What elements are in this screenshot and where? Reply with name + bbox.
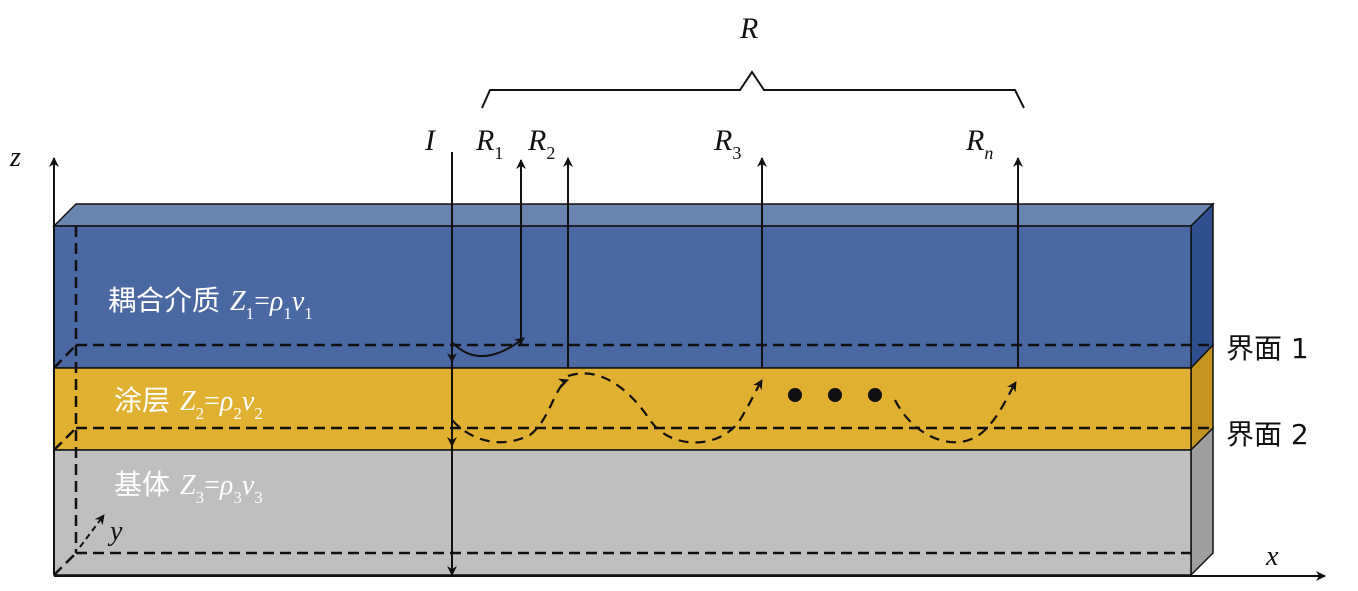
ellipsis-dot [828,388,842,402]
coupling-top-face [52,203,1215,227]
coupling-front-face [53,225,1192,369]
substrate-front-face [53,449,1192,576]
coating-wave-path [451,372,1017,444]
interface1-left-edge [53,344,77,369]
rn-label: Rn [965,124,993,163]
substrate-layer [53,426,1214,577]
total-reflection-label: R [739,12,758,45]
ellipsis-dot [788,388,802,402]
wave-segment-1 [451,378,569,444]
r1-label: R1 [475,124,503,163]
wave-segment-2 [567,372,763,444]
z-axis-label: z [9,142,21,173]
y-axis [79,514,105,548]
y-axis-label: y [107,516,123,547]
interface2-label: 界面 2 [1226,418,1309,451]
ellipsis-dot [868,388,882,402]
bottom-left-corner-edge [53,552,77,576]
coupling-side-face [1190,202,1214,370]
substrate-side-face [1190,426,1214,577]
coupling-layer [52,202,1215,370]
reflected-wave-r1 [451,159,526,357]
r1-curve [451,337,525,357]
x-axis-label: x [1265,541,1279,572]
incident-label: I [424,124,437,157]
axes [49,157,1326,581]
r2-label: R2 [527,124,555,163]
hidden-edges [53,226,1213,576]
interface1-label: 界面 1 [1226,332,1309,365]
r3-label: R3 [713,124,741,163]
interface2-left-edge [53,427,77,451]
ellipsis-dots [788,388,882,402]
reflection-brace [481,70,1025,109]
reflected-waves [563,157,1023,368]
